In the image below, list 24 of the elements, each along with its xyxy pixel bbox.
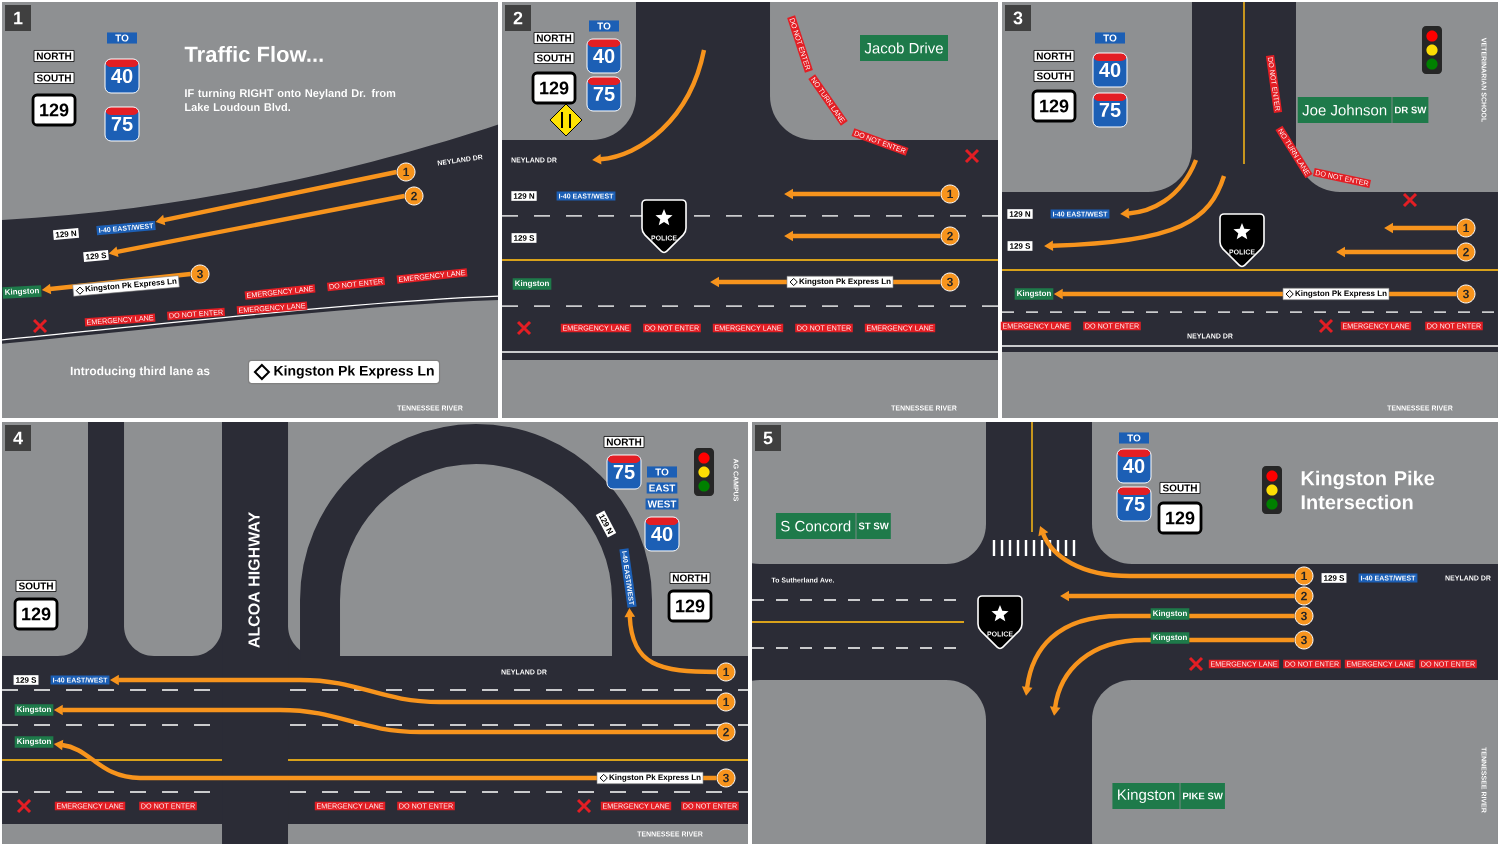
- route-shield: 129: [1031, 89, 1077, 123]
- route-shield: 129: [531, 71, 577, 105]
- panel-number: 5: [755, 425, 781, 451]
- panel-number: 3: [1005, 5, 1031, 31]
- route-shield: 129: [31, 93, 77, 127]
- route-shield: 129: [1157, 501, 1203, 535]
- interstate-shield: 40: [1116, 448, 1152, 484]
- interstate-shield: 75: [586, 76, 622, 112]
- title: Kingston Pike Intersection: [1301, 470, 1435, 510]
- interstate-shield: 75: [1092, 92, 1128, 128]
- panel-number: 4: [5, 425, 31, 451]
- interstate-shield: 75: [104, 106, 140, 142]
- title: Traffic Flow...: [184, 45, 323, 63]
- interstate-shield: 40: [644, 516, 680, 552]
- panel-number: 1: [5, 5, 31, 31]
- route-shield: 129: [667, 589, 713, 623]
- interstate-shield: 40: [1092, 52, 1128, 88]
- interstate-shield: 40: [104, 58, 140, 94]
- interstate-shield: 40: [586, 38, 622, 74]
- panel-number: 2: [505, 5, 531, 31]
- route-shield: 129: [13, 597, 59, 631]
- interstate-shield: 75: [1116, 486, 1152, 522]
- highway-name: ALCOA HIGHWAY: [248, 512, 260, 648]
- interstate-shield: 75: [606, 454, 642, 490]
